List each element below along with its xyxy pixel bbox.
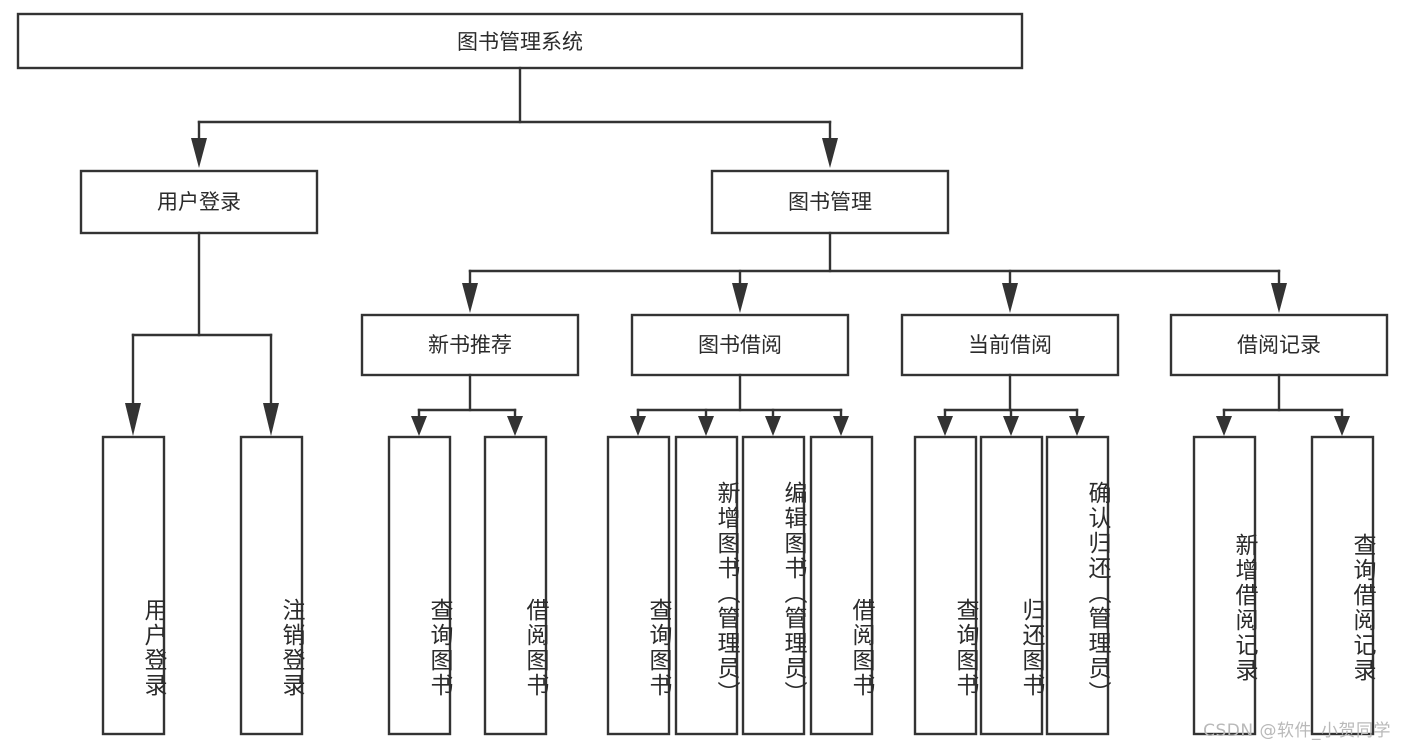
- leaf-box-bb-borrow-book[interactable]: [809, 435, 874, 736]
- arrow-to-leaf-nbr-1: [411, 416, 427, 436]
- arrow-to-leaf-br-1: [1216, 416, 1232, 436]
- arrow-to-leaf-user-login: [125, 403, 141, 436]
- book-manage-box[interactable]: [710, 169, 950, 235]
- arrow-to-leaf-bb-1: [630, 416, 646, 436]
- arrow-to-leaf-cb-1: [937, 416, 953, 436]
- node-root[interactable]: 图书管理系统: [16, 12, 1024, 70]
- arrow-to-user-login: [191, 138, 207, 168]
- leaf-box-cb-confirm-return[interactable]: [1045, 435, 1110, 736]
- book-manage-label: 图书管理: [788, 190, 872, 214]
- arrow-to-book-manage: [822, 138, 838, 168]
- arrow-to-current-borrow: [1002, 283, 1018, 313]
- leaf-box-bb-query-book[interactable]: [606, 435, 671, 736]
- arrow-to-leaf-nbr-2: [507, 416, 523, 436]
- borrow-record-box[interactable]: [1169, 313, 1389, 377]
- node-user-login[interactable]: 用户登录: [79, 169, 319, 235]
- current-borrow-box[interactable]: [900, 313, 1120, 377]
- book-borrow-box[interactable]: [630, 313, 850, 377]
- node-book-borrow[interactable]: 图书借阅: [630, 313, 850, 377]
- arrow-to-leaf-logout: [263, 403, 279, 436]
- arrow-to-leaf-bb-4: [833, 416, 849, 436]
- arrow-to-leaf-br-2: [1334, 416, 1350, 436]
- leaf-box-logout[interactable]: [239, 435, 304, 736]
- book-borrow-label: 图书借阅: [698, 333, 782, 357]
- current-borrow-label: 当前借阅: [968, 333, 1052, 357]
- node-book-manage[interactable]: 图书管理: [710, 169, 950, 235]
- leaf-box-cb-return-book[interactable]: [979, 435, 1044, 736]
- user-login-label: 用户登录: [157, 190, 241, 214]
- new-book-recommend-label: 新书推荐: [428, 333, 512, 357]
- arrow-to-new-book-recommend: [462, 283, 478, 313]
- arrow-to-book-borrow: [732, 283, 748, 313]
- leaf-box-user-login[interactable]: [101, 435, 166, 736]
- leaf-box-nbr-query-book[interactable]: [387, 435, 452, 736]
- arrow-to-leaf-bb-2: [698, 416, 714, 436]
- arrow-to-borrow-record: [1271, 283, 1287, 313]
- csdn-watermark: CSDN @软件_小贺同学: [1203, 721, 1391, 741]
- node-borrow-record[interactable]: 借阅记录: [1169, 313, 1389, 377]
- root-label: 图书管理系统: [457, 30, 583, 54]
- arrow-to-leaf-cb-3: [1069, 416, 1085, 436]
- borrow-record-label: 借阅记录: [1237, 333, 1321, 357]
- node-new-book-recommend[interactable]: 新书推荐: [360, 313, 580, 377]
- leaf-box-nbr-borrow-book[interactable]: [483, 435, 548, 736]
- arrow-to-leaf-cb-2: [1003, 416, 1019, 436]
- leaf-box-br-add-record[interactable]: [1192, 435, 1257, 736]
- leaf-box-bb-edit-book[interactable]: [741, 435, 806, 736]
- node-current-borrow[interactable]: 当前借阅: [900, 313, 1120, 377]
- leaf-box-bb-add-book[interactable]: [674, 435, 739, 736]
- arrow-to-leaf-bb-3: [765, 416, 781, 436]
- new-book-recommend-box[interactable]: [360, 313, 580, 377]
- leaf-box-cb-query-book[interactable]: [913, 435, 978, 736]
- root-box[interactable]: [16, 12, 1024, 70]
- leaf-box-br-query-record[interactable]: [1310, 435, 1375, 736]
